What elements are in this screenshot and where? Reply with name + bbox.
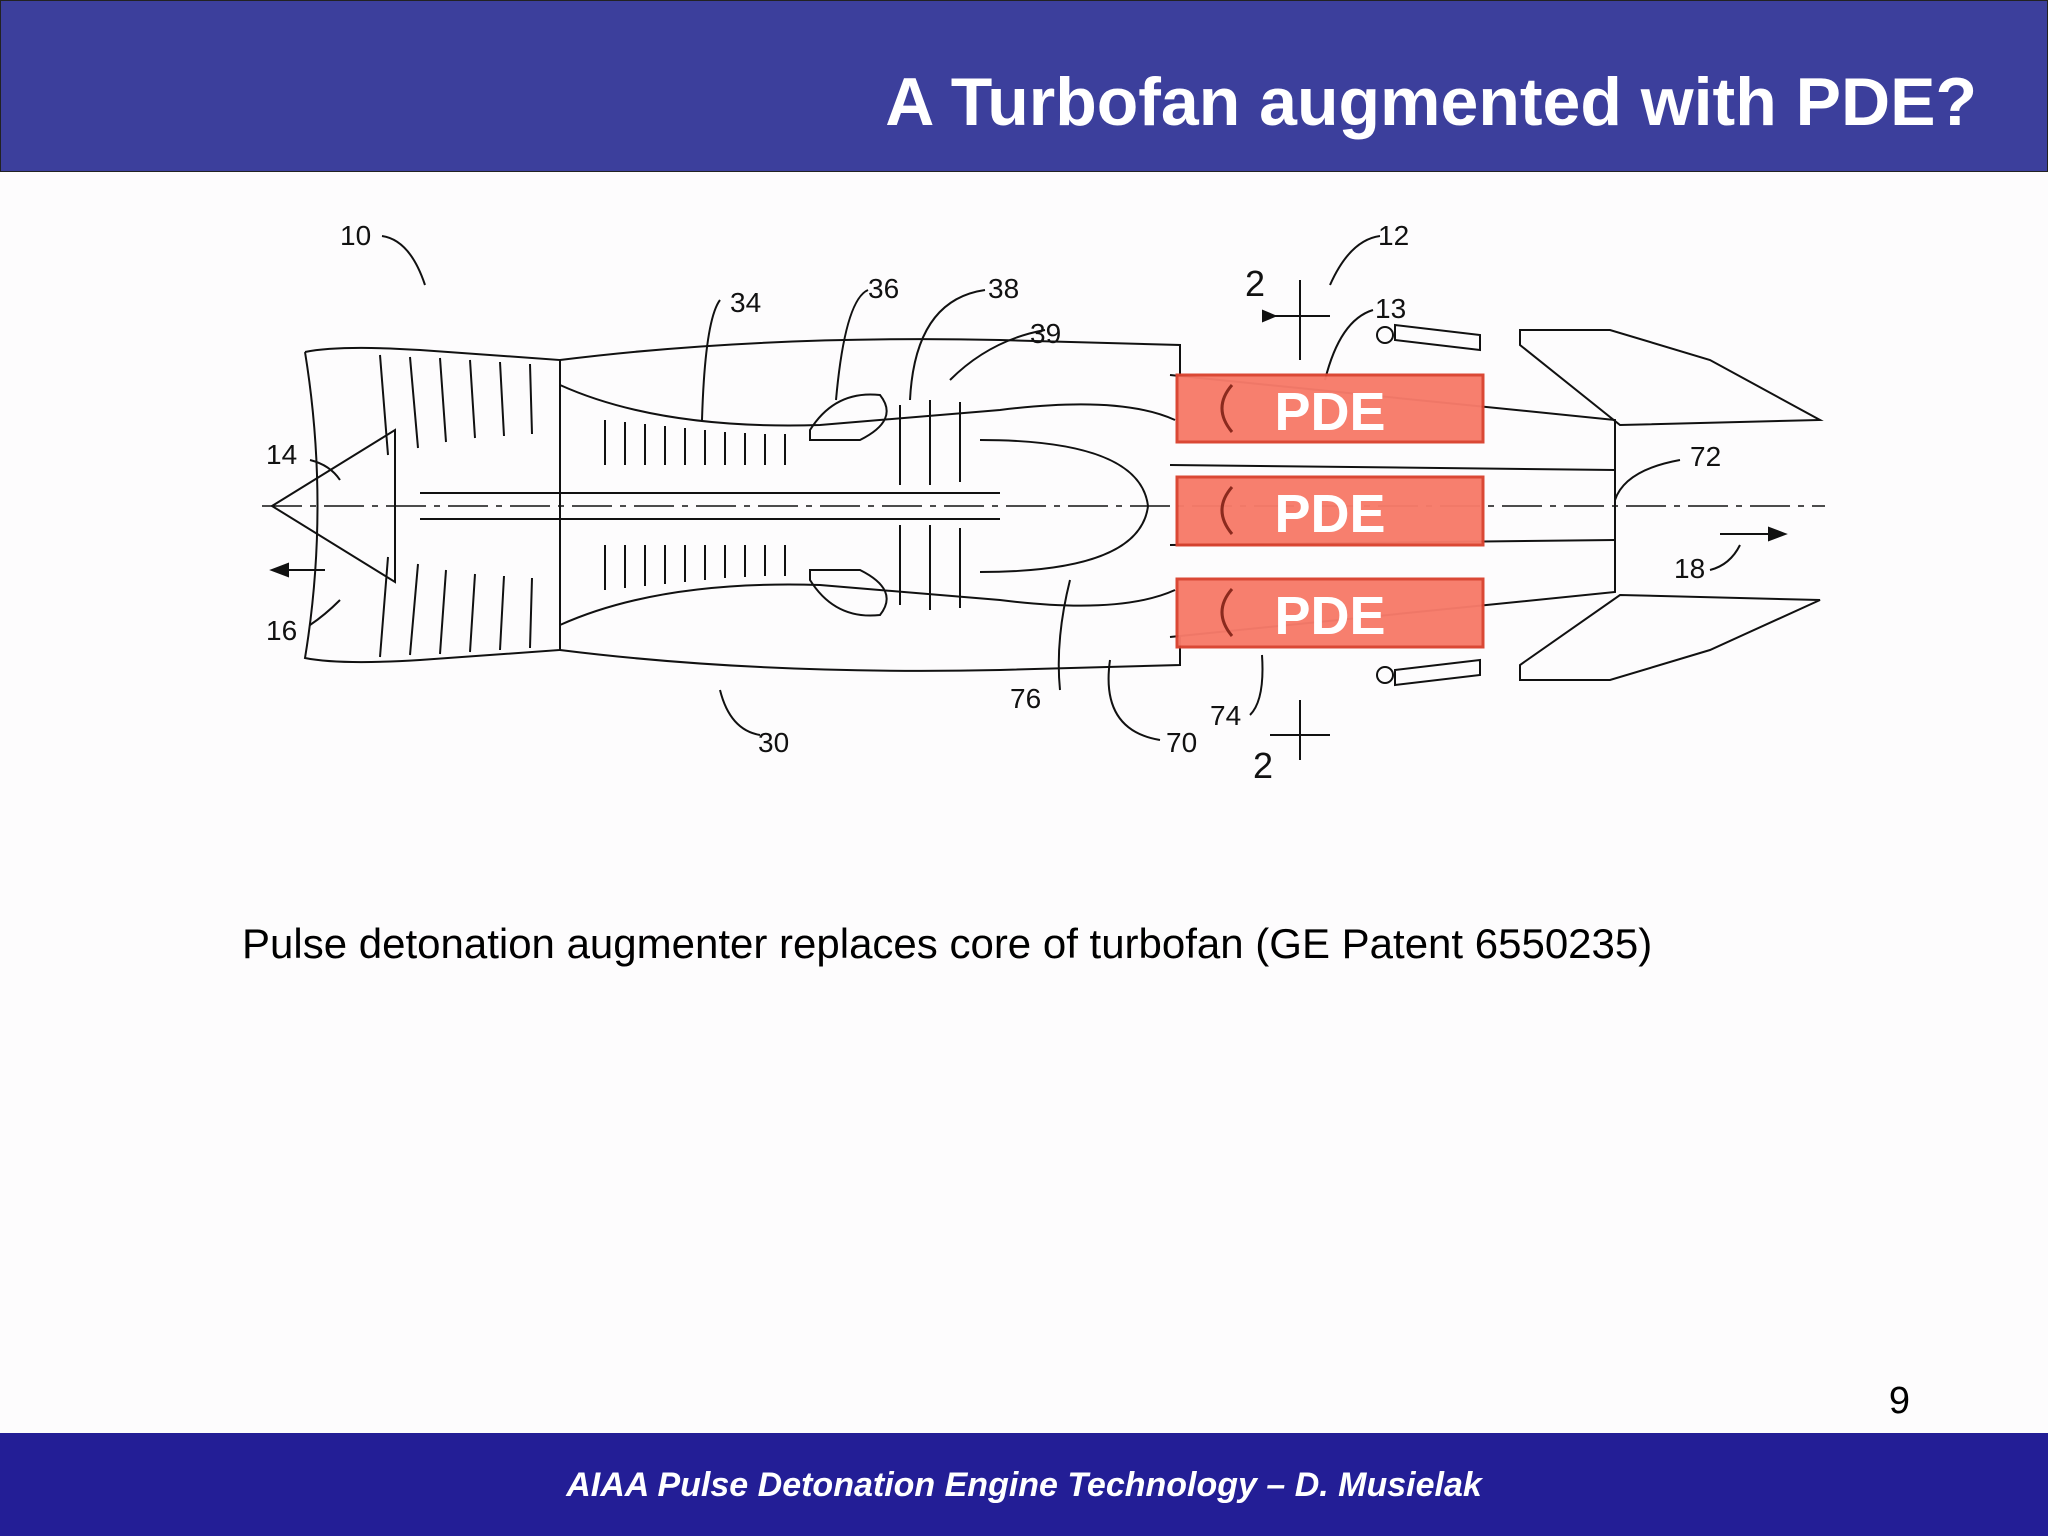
pde-label-top: PDE <box>1274 382 1385 442</box>
tail-cone <box>979 439 1150 573</box>
fan-blades <box>379 354 533 658</box>
actuator-top <box>1394 323 1481 352</box>
ref-label-36: 36 <box>868 273 899 304</box>
actuator-bottom <box>1394 658 1481 687</box>
footer-bar: AIAA Pulse Detonation Engine Technology … <box>0 1433 2048 1536</box>
title-bar: A Turbofan augmented with PDE? <box>0 0 2048 172</box>
ref-label-34: 34 <box>730 287 761 318</box>
nozzle-top <box>1519 329 1824 427</box>
core-casing-bottom <box>559 583 1176 626</box>
ref-label-74: 74 <box>1210 700 1241 731</box>
pde-tube-top <box>1175 373 1485 444</box>
compressor-stages <box>604 420 786 590</box>
outer-casing-bottom <box>559 635 1181 672</box>
combustor-bottom <box>809 569 888 617</box>
section-cut-top <box>1270 280 1330 360</box>
turbofan-patent-diagram: PDE PDE PDE 10 12 13 14 16 18 30 34 36 3… <box>262 220 1825 786</box>
slide-caption: Pulse detonation augmenter replaces core… <box>242 920 1653 967</box>
slide-title: A Turbofan augmented with PDE? <box>885 64 1977 140</box>
ref-label-18: 18 <box>1674 553 1705 584</box>
combustor-top <box>809 393 888 441</box>
ref-label-30: 30 <box>758 727 789 758</box>
shaft <box>420 492 1000 520</box>
fan-inlet <box>303 346 561 664</box>
footer-text: AIAA Pulse Detonation Engine Technology … <box>566 1466 1482 1504</box>
ref-label-13: 13 <box>1375 293 1406 324</box>
page-number: 9 <box>1888 1380 1910 1422</box>
section-cut-bottom <box>1270 700 1330 760</box>
nozzle-bottom <box>1519 593 1821 681</box>
leader-lines <box>309 235 1741 741</box>
ref-label-16: 16 <box>266 615 297 646</box>
ref-label-70: 70 <box>1166 727 1197 758</box>
pde-label-bottom: PDE <box>1274 586 1385 646</box>
pde-tube-bottom <box>1175 577 1485 649</box>
outer-casing-top <box>559 338 1181 375</box>
ref-label-38: 38 <box>988 273 1019 304</box>
ref-label-39: 39 <box>1030 318 1061 349</box>
section-mark-top: 2 <box>1245 263 1265 304</box>
pde-tube-middle <box>1175 475 1485 547</box>
ref-label-72: 72 <box>1690 441 1721 472</box>
section-mark-bottom: 2 <box>1253 745 1273 786</box>
ref-label-12: 12 <box>1378 220 1409 251</box>
nose-cone <box>270 428 396 584</box>
ref-label-14: 14 <box>266 439 297 470</box>
pde-tubes <box>1175 373 1485 649</box>
pde-label-middle: PDE <box>1274 484 1385 544</box>
core-casing-top <box>559 384 1176 427</box>
turbine-stages <box>899 400 961 610</box>
ref-label-76: 76 <box>1010 683 1041 714</box>
ref-label-10: 10 <box>340 220 371 251</box>
